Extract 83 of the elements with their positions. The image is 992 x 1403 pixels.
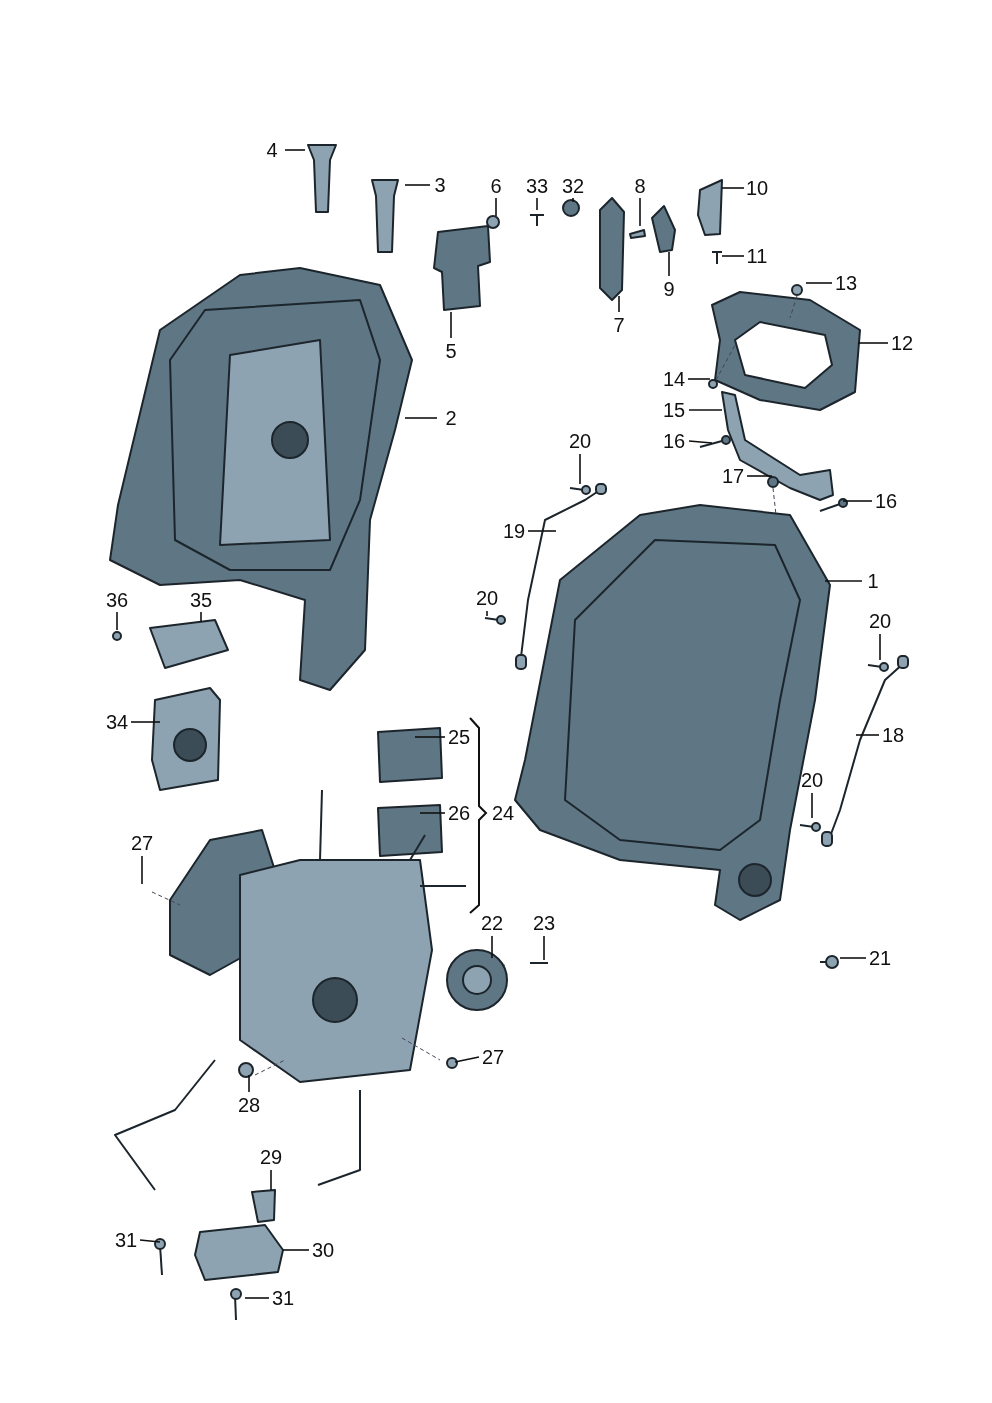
leader-line: [450, 311, 452, 339]
callout-number: 16: [874, 491, 898, 511]
callout-number: 17: [721, 466, 745, 486]
leader-line: [579, 453, 581, 485]
callout-number: 11: [746, 246, 768, 266]
leader-line: [668, 251, 670, 277]
callout-number: 4: [266, 140, 278, 160]
leader-line: [527, 530, 557, 532]
leader-line: [454, 1056, 480, 1063]
leader-line: [839, 957, 867, 959]
leader-line: [857, 342, 889, 344]
leader-line: [244, 1297, 270, 1299]
leader-line: [116, 611, 118, 631]
callout-number: 25: [447, 727, 471, 747]
callout-number: 24: [491, 803, 515, 823]
callout-number: 12: [890, 333, 914, 353]
callout-number: 15: [662, 400, 686, 420]
leader-line: [139, 1239, 161, 1243]
leader-line: [879, 633, 881, 661]
callout-number: 16: [662, 431, 686, 451]
callout-number: 26: [447, 803, 471, 823]
leader-line: [805, 282, 833, 284]
callout-number: 9: [663, 279, 675, 299]
leader-line: [200, 611, 202, 623]
callout-number: 21: [868, 948, 892, 968]
callout-number: 36: [105, 590, 129, 610]
leader-line: [639, 197, 641, 227]
leader-line: [495, 197, 497, 217]
leader-line: [491, 935, 493, 959]
callout-number: 35: [189, 590, 213, 610]
leader-line: [543, 935, 545, 961]
callout-number: 14: [662, 369, 686, 389]
callout-number: 10: [745, 178, 769, 198]
leader-line: [855, 734, 880, 736]
callout-number: 27: [130, 833, 154, 853]
leader-line: [141, 855, 143, 885]
leader-line: [688, 409, 723, 411]
callout-number: 13: [834, 273, 858, 293]
leader-line: [824, 580, 863, 582]
callout-number: 31: [114, 1230, 138, 1250]
leader-line: [688, 440, 713, 444]
callout-number: 20: [800, 770, 824, 790]
leader-line: [248, 1074, 250, 1093]
callout-number: 29: [259, 1147, 283, 1167]
callout-number: 23: [532, 913, 556, 933]
leader-line: [130, 721, 161, 723]
callout-number: 3: [434, 175, 446, 195]
callout-number: 27: [481, 1047, 505, 1067]
leader-line: [572, 197, 574, 203]
leader-line: [721, 255, 745, 257]
leader-line: [419, 812, 446, 814]
callout-number: 20: [868, 611, 892, 631]
callout-number: 34: [105, 712, 129, 732]
leader-line: [414, 736, 446, 738]
callout-number: 7: [613, 315, 625, 335]
callout-number: 28: [237, 1095, 261, 1115]
callout-number: 19: [502, 521, 526, 541]
leader-line: [536, 197, 538, 211]
callout-number: 6: [490, 176, 502, 196]
leader-line: [687, 378, 711, 380]
leader-line: [618, 295, 620, 313]
leader-line: [282, 1249, 310, 1251]
callout-number: 8: [634, 176, 646, 196]
callout-number: 20: [475, 588, 499, 608]
callout-number: 1: [867, 571, 879, 591]
leader-line: [284, 149, 306, 151]
callout-number: 5: [445, 341, 457, 361]
leader-line: [404, 184, 431, 186]
leader-line: [721, 187, 745, 189]
callout-number: 30: [311, 1240, 335, 1260]
callout-number: 22: [480, 913, 504, 933]
callout-number: 2: [445, 408, 457, 428]
leader-line: [811, 792, 813, 819]
leader-line: [404, 417, 438, 419]
leader-line: [842, 500, 873, 502]
leader-line: [486, 610, 488, 617]
callout-number: 31: [271, 1288, 295, 1308]
leader-line: [270, 1169, 272, 1191]
callout-number: 20: [568, 431, 592, 451]
callout-number: 33: [525, 176, 549, 196]
callout-number: 32: [561, 176, 585, 196]
leader-line: [746, 475, 773, 477]
callout-number: 18: [881, 725, 905, 745]
